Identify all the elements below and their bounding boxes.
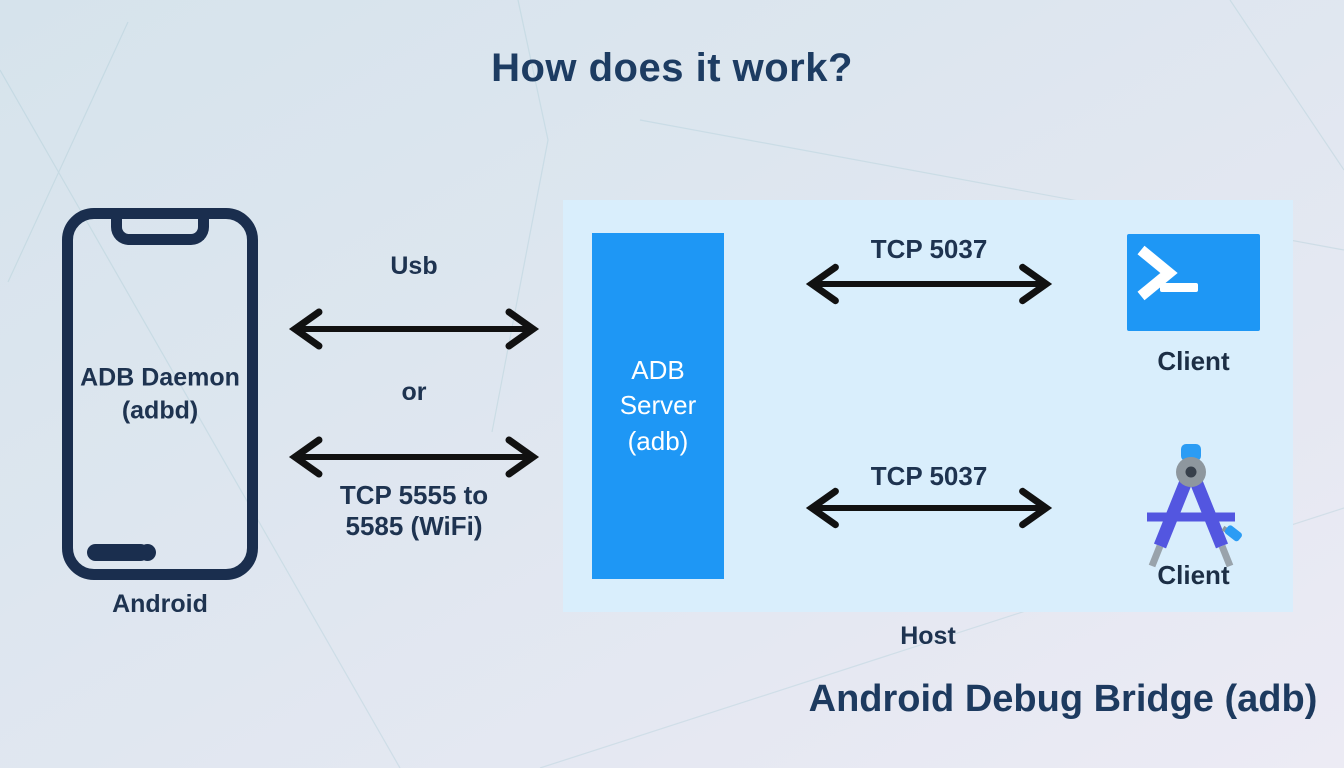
android-phone-icon: ADB Daemon (adbd) — [62, 208, 258, 580]
wifi-double-arrow — [288, 436, 540, 478]
terminal-icon — [1127, 234, 1260, 331]
client-studio-label: Client — [1157, 560, 1230, 590]
client-terminal-label: Client — [1157, 346, 1230, 376]
tcp-5037-double-arrow-bottom — [805, 487, 1053, 529]
adb-server-box: ADB Server (adb) — [592, 233, 724, 579]
android-caption: Android — [112, 590, 208, 618]
phone-speaker-pill — [87, 544, 149, 561]
page-title: How does it work? — [491, 46, 853, 90]
or-label: or — [401, 378, 427, 406]
tcp-5037-double-arrow-top — [805, 263, 1053, 305]
usb-label: Usb — [390, 252, 438, 280]
phone-notch — [111, 217, 209, 245]
tcp-5037-label-top: TCP 5037 — [870, 234, 988, 264]
compass-icon — [1147, 444, 1242, 568]
adb-daemon-label: ADB Daemon (adbd) — [80, 363, 240, 425]
tcp-5037-label-bottom: TCP 5037 — [870, 461, 988, 491]
usb-double-arrow — [288, 308, 540, 350]
footer-title: Android Debug Bridge (adb) — [808, 678, 1318, 720]
host-caption: Host — [900, 622, 956, 650]
phone-camera-dot — [139, 544, 156, 561]
wifi-tcp-label: TCP 5555 to 5585 (WiFi) — [339, 480, 489, 542]
